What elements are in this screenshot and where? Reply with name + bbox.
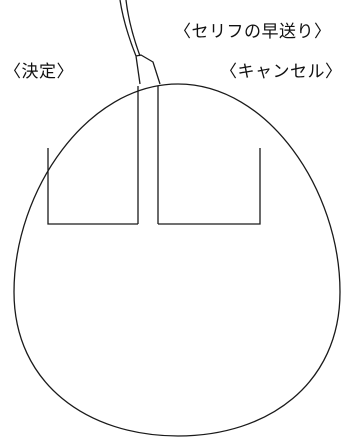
left-button[interactable]: [47, 148, 138, 225]
scroll-channel: [137, 86, 159, 224]
right-button[interactable]: [158, 148, 261, 225]
mouse-cable: [119, 0, 137, 57]
mouse-cable: [125, 0, 141, 57]
mouse-body: [13, 83, 341, 437]
fast-forward-label: 〈セリフの早送り〉: [174, 22, 332, 42]
decide-label: 〈決定〉: [4, 62, 74, 82]
cancel-label: 〈キャンセル〉: [220, 62, 343, 82]
cable-connector: [135, 54, 161, 85]
